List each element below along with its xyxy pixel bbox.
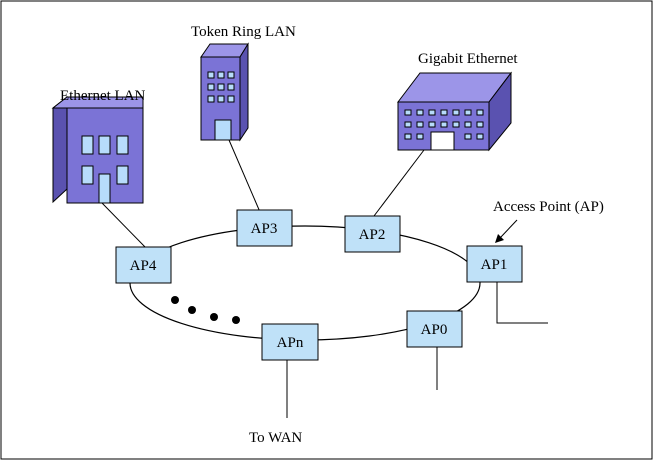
- apn-box: APn: [261, 323, 319, 361]
- access-point-label: Access Point (AP): [493, 199, 604, 215]
- link-gigabit-ap2: [373, 149, 425, 217]
- ap3-box: AP3: [236, 209, 293, 247]
- gigabit-ethernet-label: Gigabit Ethernet: [418, 51, 518, 67]
- access-point-arrow: [499, 219, 518, 239]
- ap0-box: AP0: [406, 310, 463, 348]
- ap2-box: AP2: [344, 215, 401, 253]
- ap4-box: AP4: [115, 246, 172, 284]
- ap1-box: AP1: [466, 245, 523, 283]
- link-ap1-out: [496, 281, 548, 324]
- link-ethernet-ap4: [101, 202, 149, 251]
- access-point-arrowhead: [495, 234, 504, 243]
- ap3-label: AP3: [251, 221, 278, 237]
- ap0-label: AP0: [421, 322, 448, 338]
- link-tokenring-ap3: [228, 139, 261, 213]
- to-wan-label: To WAN: [249, 430, 302, 446]
- ap2-label: AP2: [359, 227, 386, 243]
- apn-label: APn: [277, 335, 304, 351]
- token-ring-lan-label: Token Ring LAN: [191, 24, 296, 40]
- gigabit-ethernet-building: [396, 71, 513, 152]
- ethernet-lan-building: [51, 95, 144, 204]
- ap1-label: AP1: [481, 257, 508, 273]
- ellipsis-dots: [171, 296, 240, 324]
- ethernet-lan-label: Ethernet LAN: [60, 88, 146, 104]
- ap4-label: AP4: [130, 258, 157, 274]
- token-ring-lan-building: [200, 42, 249, 142]
